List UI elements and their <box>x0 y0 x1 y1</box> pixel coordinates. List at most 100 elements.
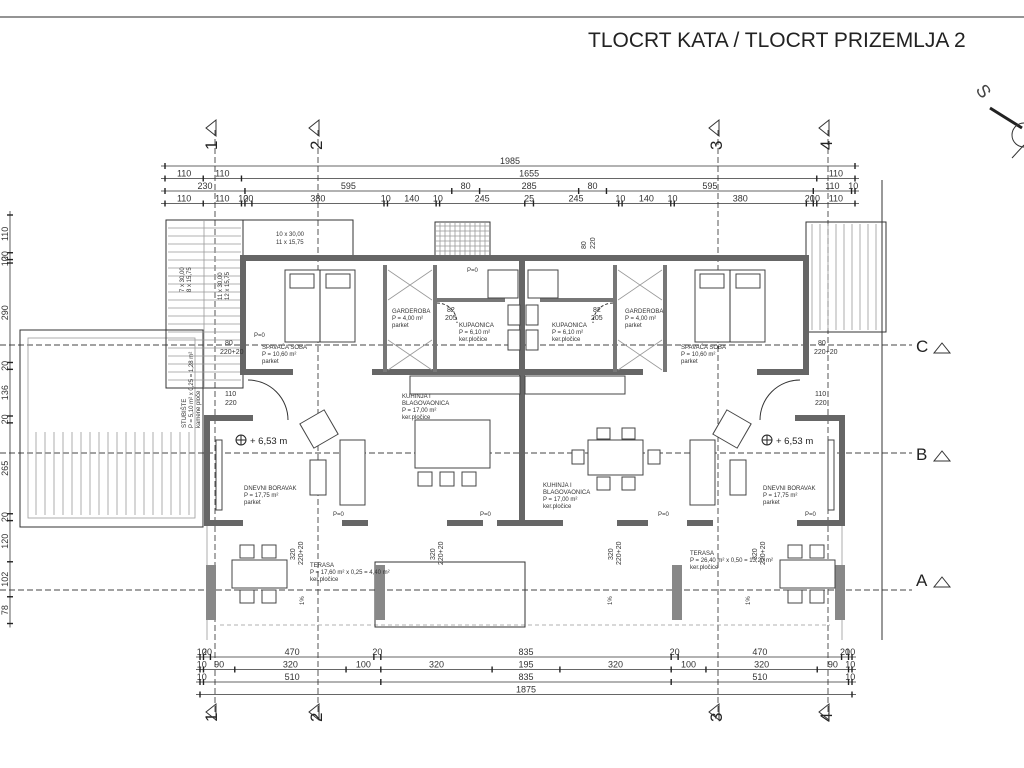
door-height: 205 <box>445 315 457 322</box>
dimension-label: 110 <box>825 181 839 191</box>
window-width: 80 <box>225 340 233 347</box>
dimension-label: 265 <box>0 461 10 476</box>
dimension-label: 110 <box>829 169 843 179</box>
door-width: 110 <box>815 391 826 398</box>
dimension-label: 835 <box>518 647 533 657</box>
axis-label-b: B <box>916 445 927 464</box>
room-label-wardrobe-left: GARDEROBA P = 4,00 m² parket <box>392 309 430 329</box>
room-name: SPAVAĆA SOBA <box>262 344 307 351</box>
dimension-label: 245 <box>475 194 490 204</box>
axis-label-c: C <box>916 337 928 356</box>
threshold-label: P=0 <box>254 333 266 339</box>
terrace-area <box>206 523 845 640</box>
dimension-label: 470 <box>752 647 767 657</box>
dimension-label: 110 <box>0 227 10 241</box>
room-name: TERASA <box>690 551 714 557</box>
threshold-label: P=0 <box>805 512 817 518</box>
room-floor: ker.pločice <box>310 577 339 583</box>
dimension-label: 110 <box>177 194 191 204</box>
room-name: SPAVAĆA SOBA <box>681 344 726 351</box>
stair-note: 11 x 15,75 <box>276 240 304 246</box>
axis-label-4: 4 <box>817 141 836 150</box>
elevation-label: + 6,53 m <box>776 436 813 447</box>
dimension-label: 20 <box>840 647 850 657</box>
room-floor: ker.pločice <box>552 337 581 343</box>
stair-note: 8 x 15,75 <box>187 267 193 292</box>
room-area: P = 26,40 m² x 0,50 = 13,20 m² <box>690 558 773 564</box>
dimension-label: 20 <box>243 194 253 204</box>
slope-label: 1% <box>608 596 614 605</box>
window-height: 220+20 <box>298 541 305 565</box>
dimension-label: 10 <box>845 647 855 657</box>
slope-label: 1% <box>746 596 752 605</box>
axis-label-2: 2 <box>307 141 326 150</box>
elevation-marker-right: + 6,53 m <box>761 434 813 447</box>
dimension-label: 110 <box>829 194 843 204</box>
room-name: TERASA <box>310 563 334 569</box>
dimension-label: 20 <box>0 512 10 522</box>
window-width: 80 <box>818 340 826 347</box>
room-label-kitchen-right: KUHINJA I BLAGOVAONICA P = 17,00 m² ker.… <box>543 483 590 510</box>
stair-note: 7 x 30,00 <box>180 267 186 292</box>
window-height: 220+20 <box>616 541 623 565</box>
room-label-kitchen-left: KUHINJA I BLAGOVAONICA P = 17,00 m² ker.… <box>402 394 449 421</box>
door-width: 82 <box>593 307 601 314</box>
room-name: STUBIŠTE <box>181 399 188 428</box>
dimension-label: 290 <box>0 305 10 320</box>
dimension-label: 120 <box>0 534 10 549</box>
dimension-label: 285 <box>522 181 537 191</box>
room-label-terrace-left: TERASA P = 17,60 m² x 0,25 = 4,40 m² ker… <box>310 563 390 583</box>
window-width: 320 <box>290 548 297 560</box>
room-name: KUHINJA I <box>402 394 431 400</box>
room-label-bathroom-right: KUPAONICA P = 6,10 m² ker.pločice <box>552 323 587 343</box>
dimension-label: 10 <box>197 660 207 670</box>
stair-note: 11 x 30,00 <box>218 272 224 300</box>
dimension-label: 10 <box>381 194 391 204</box>
window-height: 220+20 <box>220 349 244 356</box>
window-width: 320 <box>430 548 437 560</box>
dimension-label: 20 <box>0 361 10 371</box>
threshold-label: P=0 <box>480 512 492 518</box>
dimension-label: 78 <box>0 605 10 615</box>
room-name: GARDEROBA <box>625 309 663 315</box>
axis-label-1: 1 <box>202 141 221 150</box>
doors <box>247 302 801 421</box>
slope-label: 1% <box>300 596 306 605</box>
room-label-stairs-left: STUBIŠTE P = 5,10 m² x 0,25 = 1,28 m² ka… <box>181 352 202 428</box>
room-area: P = 17,00 m² <box>543 497 577 503</box>
dimension-label: 320 <box>608 660 623 670</box>
room-floor: parket <box>625 323 642 329</box>
walls <box>204 255 845 526</box>
room-area: P = 17,60 m² x 0,25 = 4,40 m² <box>310 570 390 576</box>
room-floor: parket <box>763 500 780 506</box>
dimension-label: 20 <box>202 647 212 657</box>
door-height: 220 <box>815 400 827 407</box>
room-area: P = 10,60 m² <box>262 352 296 358</box>
terrace-window-dims: 320 220+20 320 220+20 320 220+20 320 220… <box>290 541 767 565</box>
room-area: P = 10,60 m² <box>681 352 715 358</box>
door-height: 220 <box>225 400 237 407</box>
dimension-label: 230 <box>197 181 212 191</box>
room-floor: parket <box>392 323 409 329</box>
threshold-label: P=0 <box>658 512 670 518</box>
stairs-right <box>805 221 887 333</box>
room-label-living-left: DNEVNI BORAVAK P = 17,75 m² parket <box>244 486 296 506</box>
dimension-label: 90 <box>828 660 838 670</box>
dimension-label: 510 <box>285 672 300 682</box>
dimension-label: 510 <box>752 672 767 682</box>
dimension-label: 80 <box>588 181 598 191</box>
axis-markers-right: C B A <box>916 337 952 590</box>
dimension-label: 1875 <box>516 685 536 695</box>
threshold-labels: P=0 P=0 P=0 P=0 P=0 P=0 <box>254 268 817 518</box>
door-dims: 82 205 82 205 110 220 110 220 80 220+20 … <box>220 237 838 407</box>
dimension-label: 10 <box>433 194 443 204</box>
room-floor: parket <box>262 359 279 365</box>
threshold-label: P=0 <box>333 512 345 518</box>
dimension-label: 110 <box>177 169 191 179</box>
dimension-label: 25 <box>524 194 534 204</box>
room-name: GARDEROBA <box>392 309 430 315</box>
room-area: P = 17,75 m² <box>763 493 797 499</box>
room-name-2: BLAGOVAONICA <box>543 490 590 496</box>
